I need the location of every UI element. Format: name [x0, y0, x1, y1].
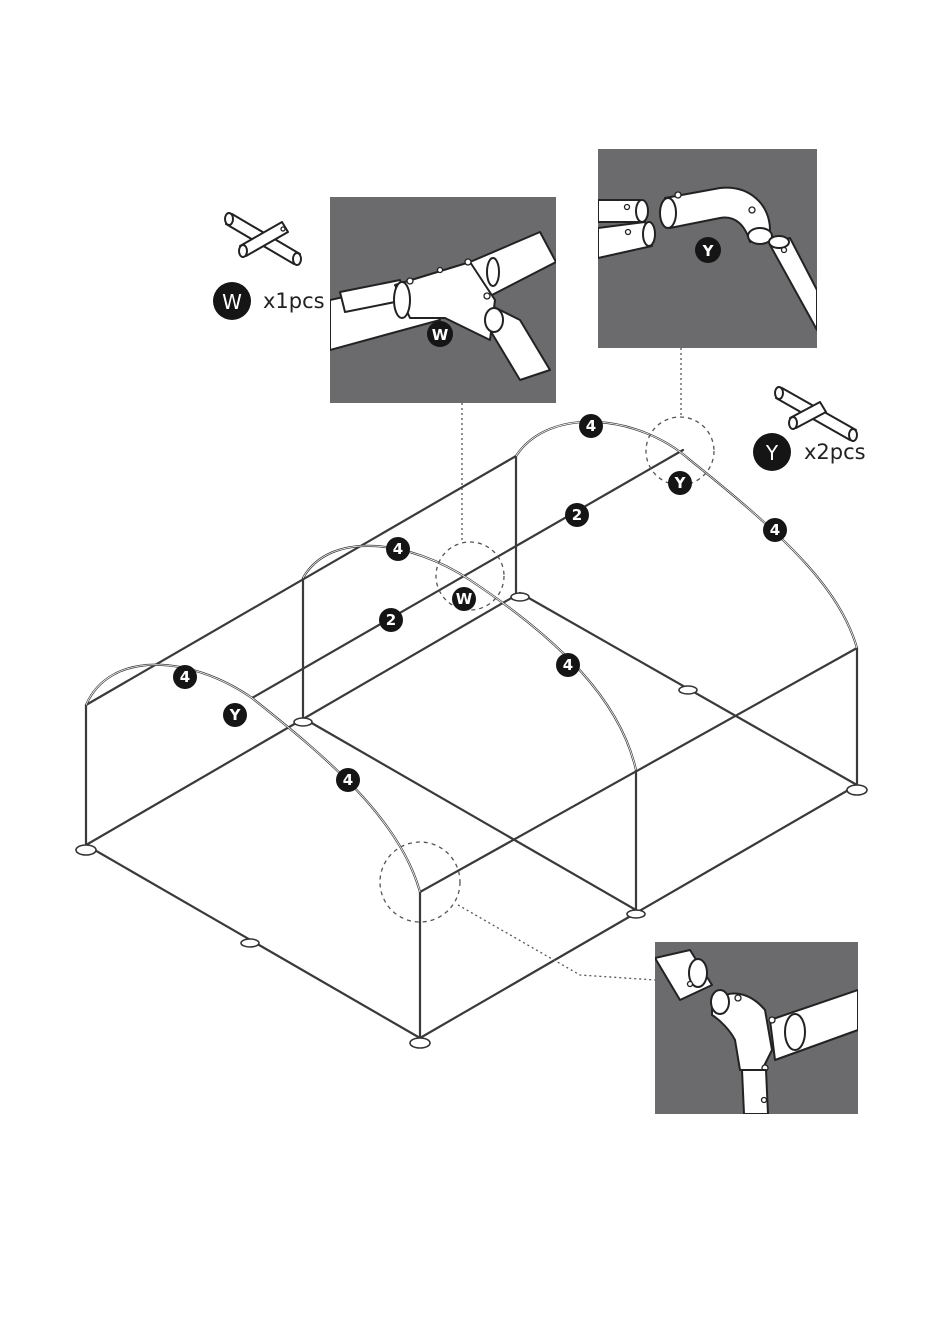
svg-text:W: W — [222, 290, 242, 314]
svg-text:2: 2 — [572, 506, 582, 524]
arch-badge: 4 — [556, 653, 580, 677]
arch-badge: 4 — [579, 414, 603, 438]
svg-text:x1pcs: x1pcs — [263, 289, 325, 313]
svg-text:2: 2 — [386, 611, 396, 629]
svg-text:4: 4 — [770, 521, 780, 539]
arch-badge: 4 — [386, 537, 410, 561]
svg-text:W: W — [456, 590, 473, 608]
svg-text:Y: Y — [702, 242, 715, 260]
t-connector-icon — [775, 387, 857, 441]
svg-text:x2pcs: x2pcs — [804, 440, 866, 464]
corner-joint-detail-inset — [655, 942, 858, 1114]
svg-text:4: 4 — [180, 668, 190, 686]
ridge-badge: 2 — [379, 608, 403, 632]
svg-text:W: W — [432, 326, 449, 344]
tee-joint-detail-inset: Y — [598, 149, 817, 348]
arch-badge: 4 — [173, 665, 197, 689]
leader-line-corner — [458, 905, 655, 980]
svg-text:Y: Y — [229, 706, 242, 724]
cross-joint-badge: W — [452, 587, 476, 611]
svg-text:4: 4 — [343, 771, 353, 789]
ridge-badge: 2 — [565, 503, 589, 527]
tee-joint-badge: Y — [668, 471, 692, 495]
part-w-label: W x1pcs — [213, 282, 325, 320]
cross-joint-detail-inset: W — [330, 197, 556, 403]
svg-text:Y: Y — [765, 441, 779, 465]
cross-connector-icon — [225, 213, 301, 265]
arch-badge: 4 — [763, 518, 787, 542]
svg-text:4: 4 — [563, 656, 573, 674]
arch-badge: 4 — [336, 768, 360, 792]
svg-text:4: 4 — [393, 540, 403, 558]
tee-joint-badge: Y — [223, 703, 247, 727]
svg-text:4: 4 — [586, 417, 596, 435]
svg-text:Y: Y — [674, 474, 687, 492]
